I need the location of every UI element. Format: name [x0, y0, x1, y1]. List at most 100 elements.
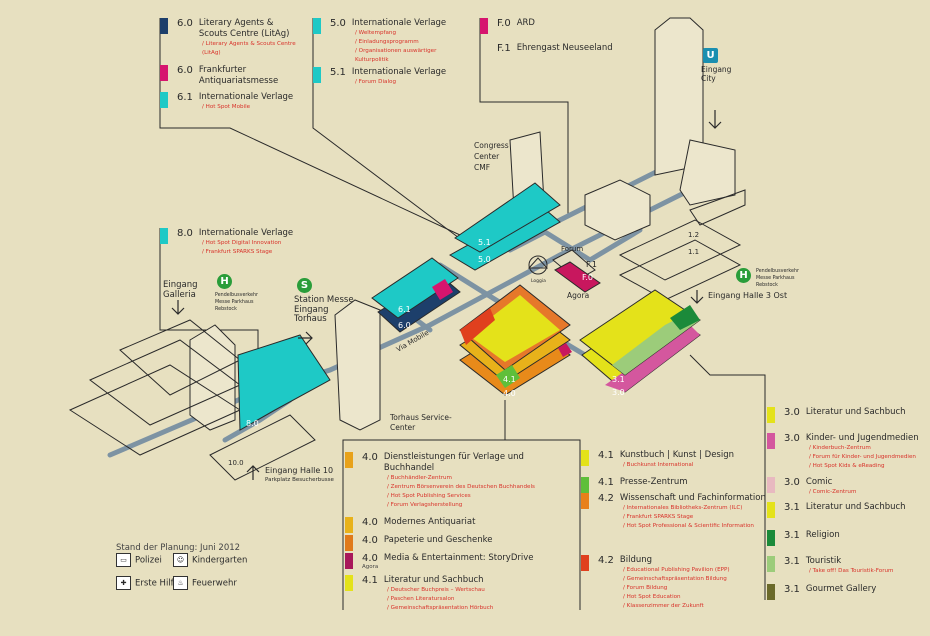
color-swatch — [581, 555, 589, 571]
galleria — [189, 324, 236, 431]
legend-subitem: / Educational Publishing Pavilion (EPP) — [623, 567, 730, 573]
hall-number: 4.2 — [598, 493, 614, 504]
color-swatch — [767, 407, 775, 423]
color-swatch — [345, 535, 353, 551]
legend-label: Dienstleistungen für Verlage und Buchhan… — [383, 452, 524, 473]
color-swatch — [767, 502, 775, 518]
hall-number: 3.0 — [784, 407, 800, 418]
label-eingang-galleria: Eingang Galleria — [163, 280, 198, 300]
legend-subitem: / Forum für Kinder- und Jugendmedien — [809, 454, 916, 460]
legend-first-aid: ✚ Erste Hilfe — [116, 576, 179, 590]
legend-subitem: / Forum Bildung — [623, 585, 668, 591]
hall-number: 8.0 — [177, 228, 193, 239]
hall-number: 6.0 — [177, 65, 193, 76]
label-3-1: 3.1 — [612, 375, 625, 384]
first-aid-label: Erste Hilfe — [135, 578, 179, 589]
color-swatch — [160, 65, 168, 81]
label-parkplatz: Parkplatz Besucherbusse — [265, 477, 334, 483]
color-swatch — [581, 477, 589, 493]
legend-label: Literatur und Sachbuch — [383, 575, 484, 585]
label-pendelbus-left: Pendelbusverkehr Messe Parkhaus Rebstock — [215, 293, 258, 312]
legend-item: 3.1 Literatur und Sachbuch — [767, 502, 906, 518]
hall-number: F.1 — [497, 43, 511, 54]
legend-label: Literatur und Sachbuch — [805, 502, 906, 512]
legend-subitem: / Hot Spot Mobile — [202, 104, 251, 110]
s-bahn-icon: S — [297, 278, 312, 293]
legend-subitem: / Forum Verlagsherstellung — [387, 502, 463, 508]
label-station-messe: Station Messe Eingang Torhaus — [294, 295, 354, 324]
legend-subitem: / Paschen Literatursalon — [387, 596, 455, 602]
arrow-down-galleria — [171, 300, 185, 315]
color-swatch — [581, 450, 589, 466]
legend-label: Internationale Verlage — [198, 228, 294, 238]
legend-subitem: / Take off! Das Touristik-Forum — [809, 568, 894, 574]
legend-label: Presse-Zentrum — [619, 477, 688, 487]
hall-number: 4.1 — [362, 575, 378, 586]
first-aid-icon: ✚ — [116, 576, 131, 590]
hall-number: 3.1 — [784, 502, 800, 513]
legend-label: Modernes Antiquariat — [383, 517, 476, 527]
legend-subitem: / Comic-Zentrum — [809, 489, 857, 495]
legend-label: Gourmet Gallery — [805, 584, 877, 594]
label-8-0: 8.0 — [246, 419, 259, 428]
arrow-up-halle10 — [246, 465, 260, 480]
legend-label: Media & Entertainment: StoryDrive — [383, 553, 534, 563]
legend-subitem: / Gemeinschaftspräsentation Hörbuch — [387, 605, 494, 611]
legend-label: Kinder- und Jugendmedien — [805, 433, 919, 443]
hall-number: 5.1 — [330, 67, 346, 78]
label-congress-center: Congress Center CMF — [474, 141, 509, 172]
fire-department-icon: ♨ — [173, 576, 188, 590]
legend-subitem: / Hot Spot Digital Innovation — [202, 240, 282, 246]
label-3-0: 3.0 — [612, 388, 625, 397]
legend-label: Internationale Verlage — [198, 92, 294, 102]
loggia-icon — [528, 255, 548, 275]
hall-number: 4.0 — [362, 517, 378, 528]
legend-subitem: / Kinderbuch-Zentrum — [809, 445, 871, 451]
legend-label: Frankfurter Antiquariatsmesse — [198, 65, 279, 86]
legend-label: Internationale Verlage — [351, 67, 447, 77]
color-swatch — [767, 530, 775, 546]
color-swatch — [767, 584, 775, 600]
hall-number: 4.1 — [598, 450, 614, 461]
legend-subitem: / Frankfurt SPARKS Stage — [202, 249, 273, 255]
legend-subitem: / Zentrum Börsenverein des Deutschen Buc… — [387, 484, 535, 490]
label-4-0: 4.0 — [503, 389, 516, 398]
legend-subitem: / Buchkunst International — [623, 462, 694, 468]
label-10-0: 10.0 — [228, 459, 244, 467]
color-swatch — [160, 92, 168, 108]
legend-subitem: / Hot Spot Professional & Scientific Inf… — [623, 523, 754, 529]
legend-label: Comic — [805, 477, 833, 487]
color-swatch — [313, 18, 321, 34]
label-forum: Forum — [561, 245, 583, 253]
label-4-1: 4.1 — [503, 375, 516, 384]
leader-line-hall4 — [342, 439, 581, 610]
hall-number: F.0 — [497, 18, 511, 29]
legend-subitem: / Frankfurt SPARKS Stage — [623, 514, 694, 520]
legend-label: Wissenschaft und Fachinformation — [619, 493, 766, 503]
bus-stop-icon: H — [217, 274, 232, 289]
hall-number: 4.2 — [598, 555, 614, 566]
label-f1: F.1 — [586, 260, 597, 269]
legend-subitem: / Literary Agents & Scouts Centre (LitAg… — [202, 41, 296, 56]
hall-number: 4.0 — [362, 452, 378, 463]
label-5-1: 5.1 — [478, 238, 491, 247]
messeturm — [654, 17, 704, 176]
legend-police: ▭Polizei — [116, 553, 162, 567]
legend-label: Literary Agents & Scouts Centre (LitAg) — [198, 18, 290, 39]
legend-item: 4.0 Dienstleistungen für Verlage und Buch… — [345, 452, 564, 510]
legend-item: 6.0 Frankfurter Antiquariatsmesse — [160, 65, 304, 87]
u-bahn-icon: U — [703, 48, 718, 63]
hall-6-antiquariat — [432, 279, 453, 300]
legend-subitem: / Hot Spot Education — [623, 594, 681, 600]
festhalle — [584, 179, 651, 241]
